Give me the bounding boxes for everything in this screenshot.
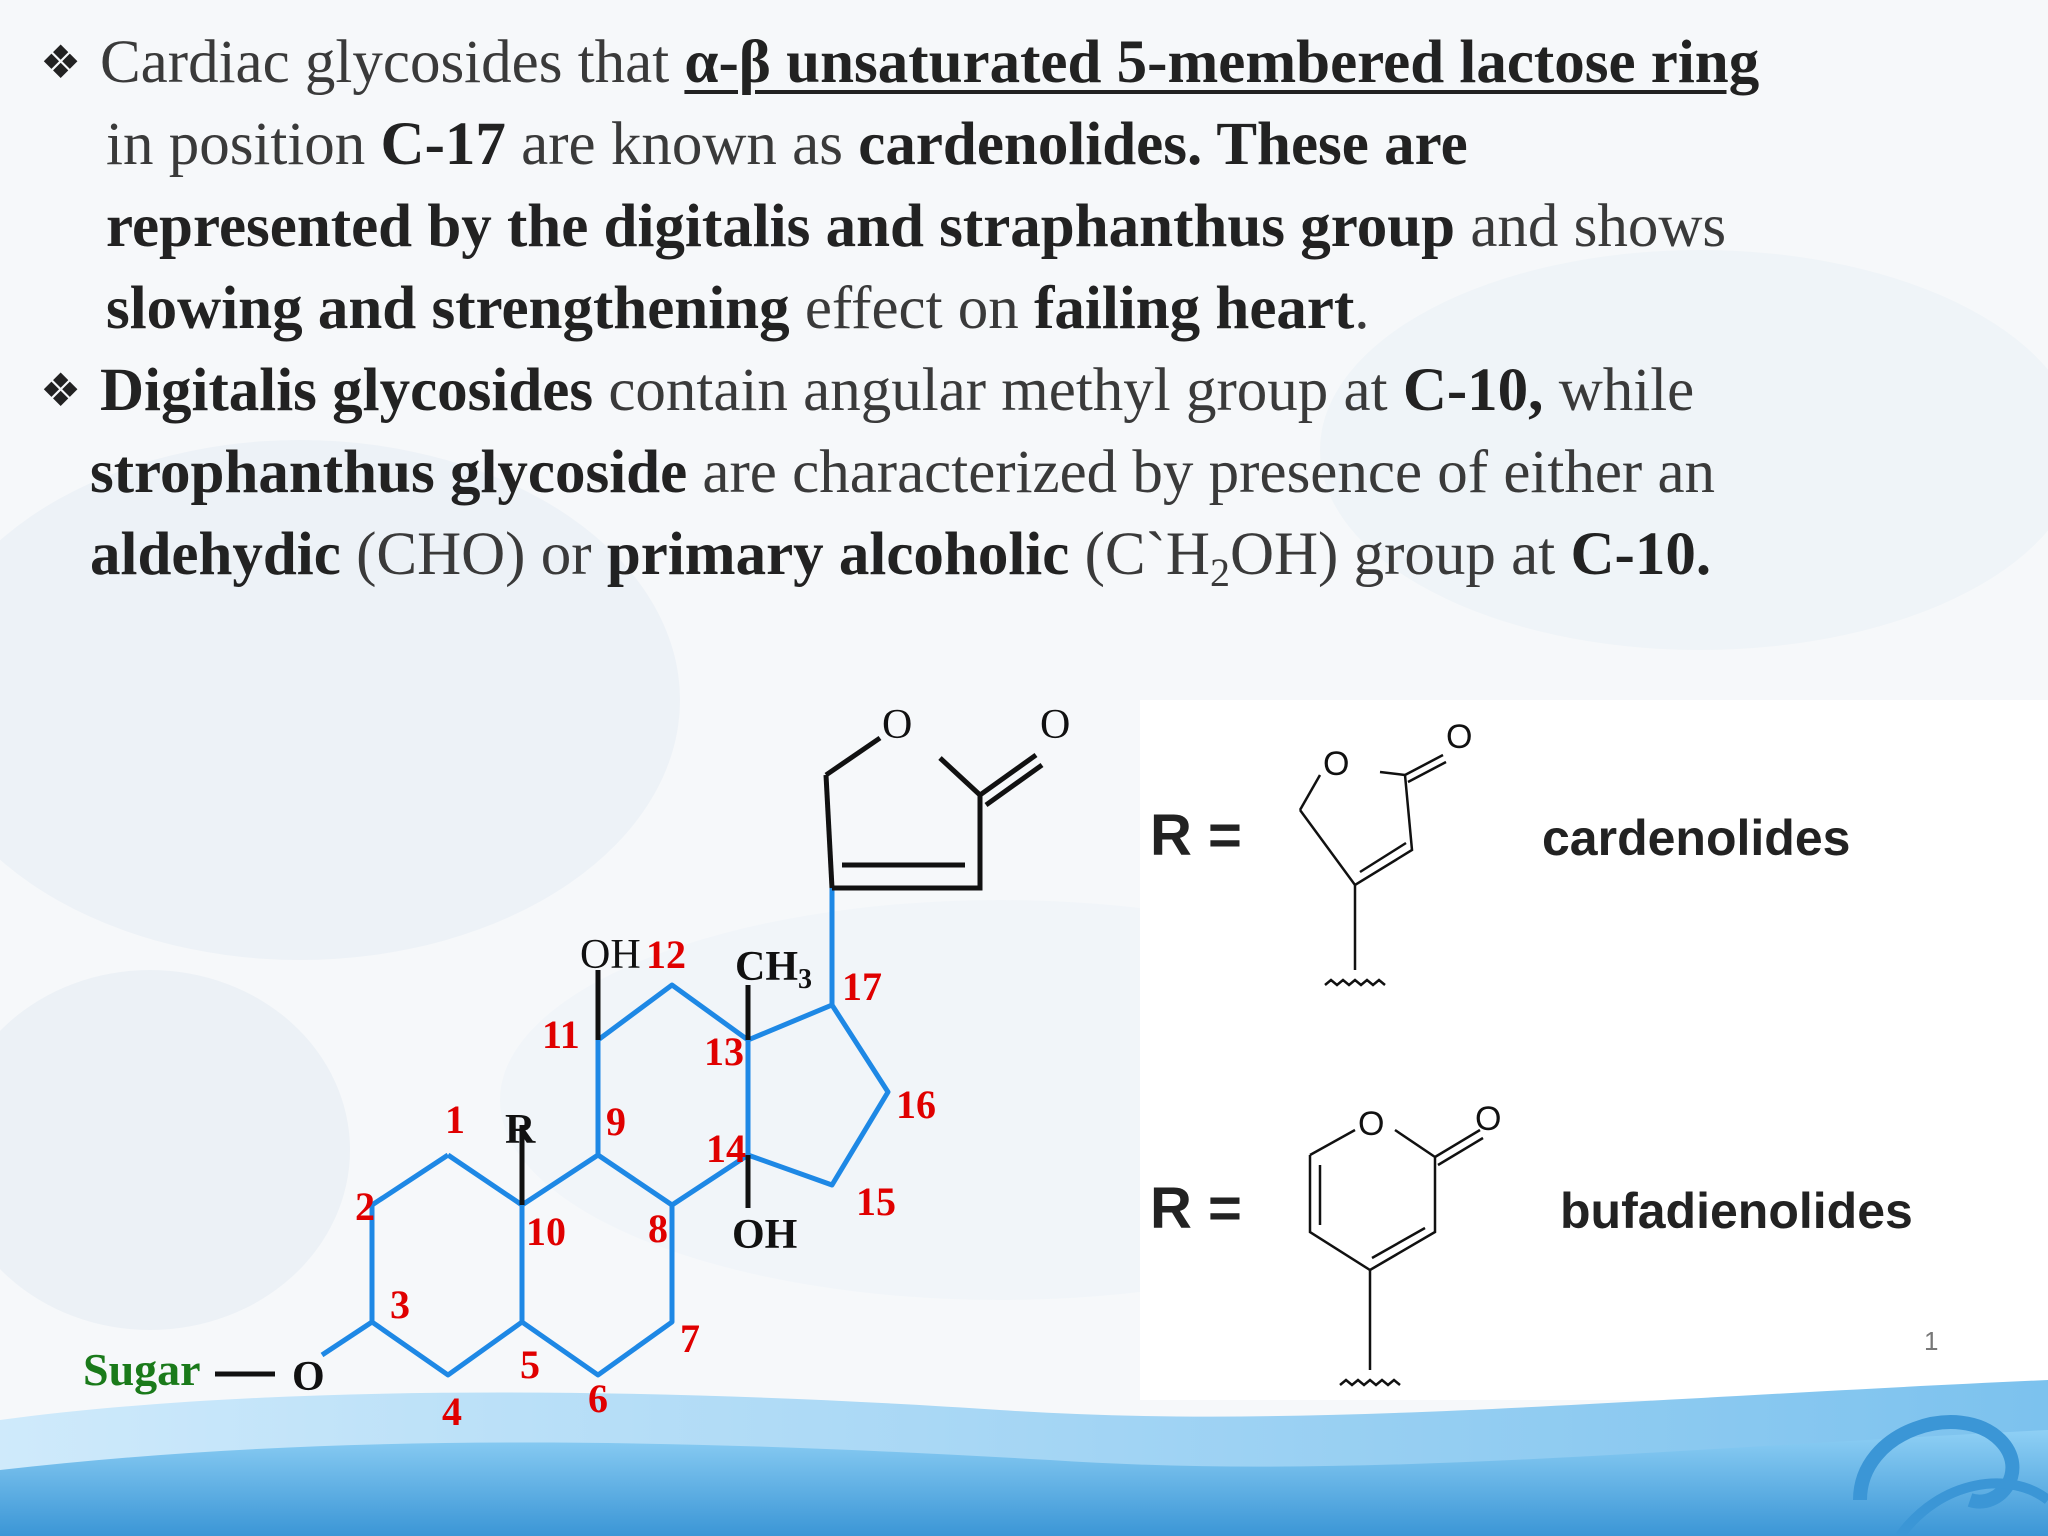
swirl-decoration: [1853, 1415, 2020, 1509]
carbon-number-2: 2: [355, 1184, 375, 1229]
cardenolide-carbonyl-oxygen: O: [1446, 718, 1472, 756]
carbon-number-12: 12: [646, 932, 686, 977]
bullet-2: ❖Digitalis glycosides contain angular me…: [40, 350, 2020, 596]
cardenolide-ring-oxygen: O: [1323, 745, 1349, 783]
bullet-marker-icon: ❖: [40, 365, 82, 416]
bufadienolide-carbonyl-oxygen: O: [1475, 1100, 1501, 1138]
cardenolide-name: cardenolides: [1542, 810, 1850, 866]
carbon-number-14: 14: [706, 1126, 746, 1171]
ch3-label: CH3: [735, 944, 812, 995]
slide-body-text: ❖Cardiac glycosides that α-β unsaturated…: [40, 22, 2020, 596]
lactone-carbonyl-oxygen: O: [1040, 702, 1070, 748]
oxygen-label: O: [292, 1354, 325, 1400]
carbon-number-13: 13: [704, 1029, 744, 1074]
wave-dark-decoration: [0, 1430, 2048, 1536]
page-number: 1: [1924, 1326, 1939, 1356]
bufadienolide-name: bufadienolides: [1560, 1183, 1913, 1239]
carbon-number-6: 6: [588, 1376, 608, 1421]
carbon-number-1: 1: [445, 1097, 465, 1142]
carbon-number-4: 4: [442, 1389, 462, 1434]
bufadienolide-ring-oxygen: O: [1358, 1105, 1384, 1143]
bullet-marker-icon: ❖: [40, 37, 82, 88]
carbon-number-3: 3: [390, 1282, 410, 1327]
sugar-label: Sugar: [83, 1344, 201, 1395]
r-substituent-label: R: [505, 1107, 536, 1153]
bufadienolide-r-group: R = bufadienolides O O: [1150, 1100, 1913, 1387]
carbon-number-7: 7: [680, 1316, 700, 1361]
bullet-1: ❖Cardiac glycosides that α-β unsaturated…: [40, 22, 2020, 350]
cardenolide-r-label: R =: [1150, 803, 1242, 868]
lactone-ring-oxygen: O: [882, 702, 912, 748]
carbon-number-10: 10: [526, 1209, 566, 1254]
carbon-number-8: 8: [648, 1206, 668, 1251]
carbon-number-17: 17: [842, 964, 882, 1009]
carbon-number-11: 11: [542, 1012, 580, 1057]
carbon-number-5: 5: [520, 1342, 540, 1387]
carbon-number-15: 15: [856, 1179, 896, 1224]
oh-c11-label: OH: [580, 932, 641, 978]
cardenolide-r-group: R = cardenolides O O: [1150, 718, 1850, 987]
bufadienolide-r-label: R =: [1150, 1176, 1242, 1241]
oh-c14-label: OH: [732, 1212, 797, 1258]
carbon-number-9: 9: [606, 1099, 626, 1144]
carbon-number-16: 16: [896, 1082, 936, 1127]
